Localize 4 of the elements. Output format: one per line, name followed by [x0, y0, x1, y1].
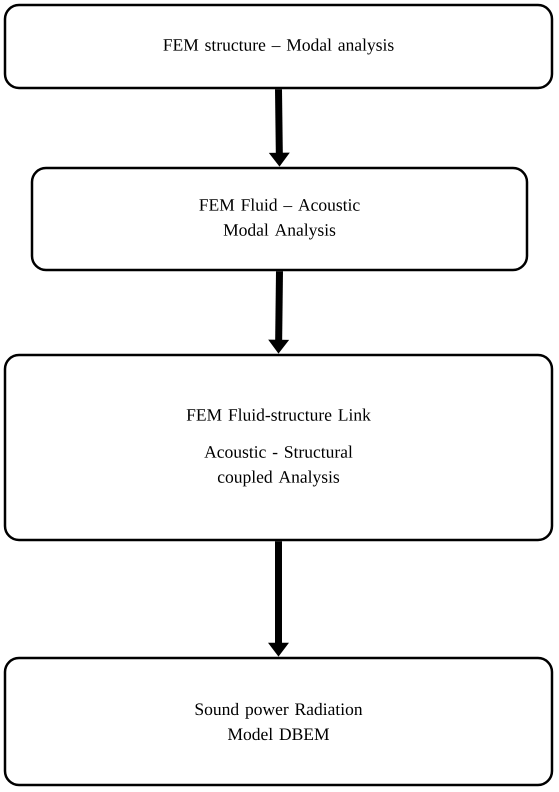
process-box: FEM Fluid – Acoustic Modal Analysis: [30, 166, 528, 272]
process-box: Sound power Radiation Model DBEM: [4, 656, 554, 786]
process-box: FEM Fluid-structure Link Acoustic - Structural coupled Analysis: [4, 354, 554, 542]
process-box: FEM structure – Modal analysis: [4, 4, 554, 90]
